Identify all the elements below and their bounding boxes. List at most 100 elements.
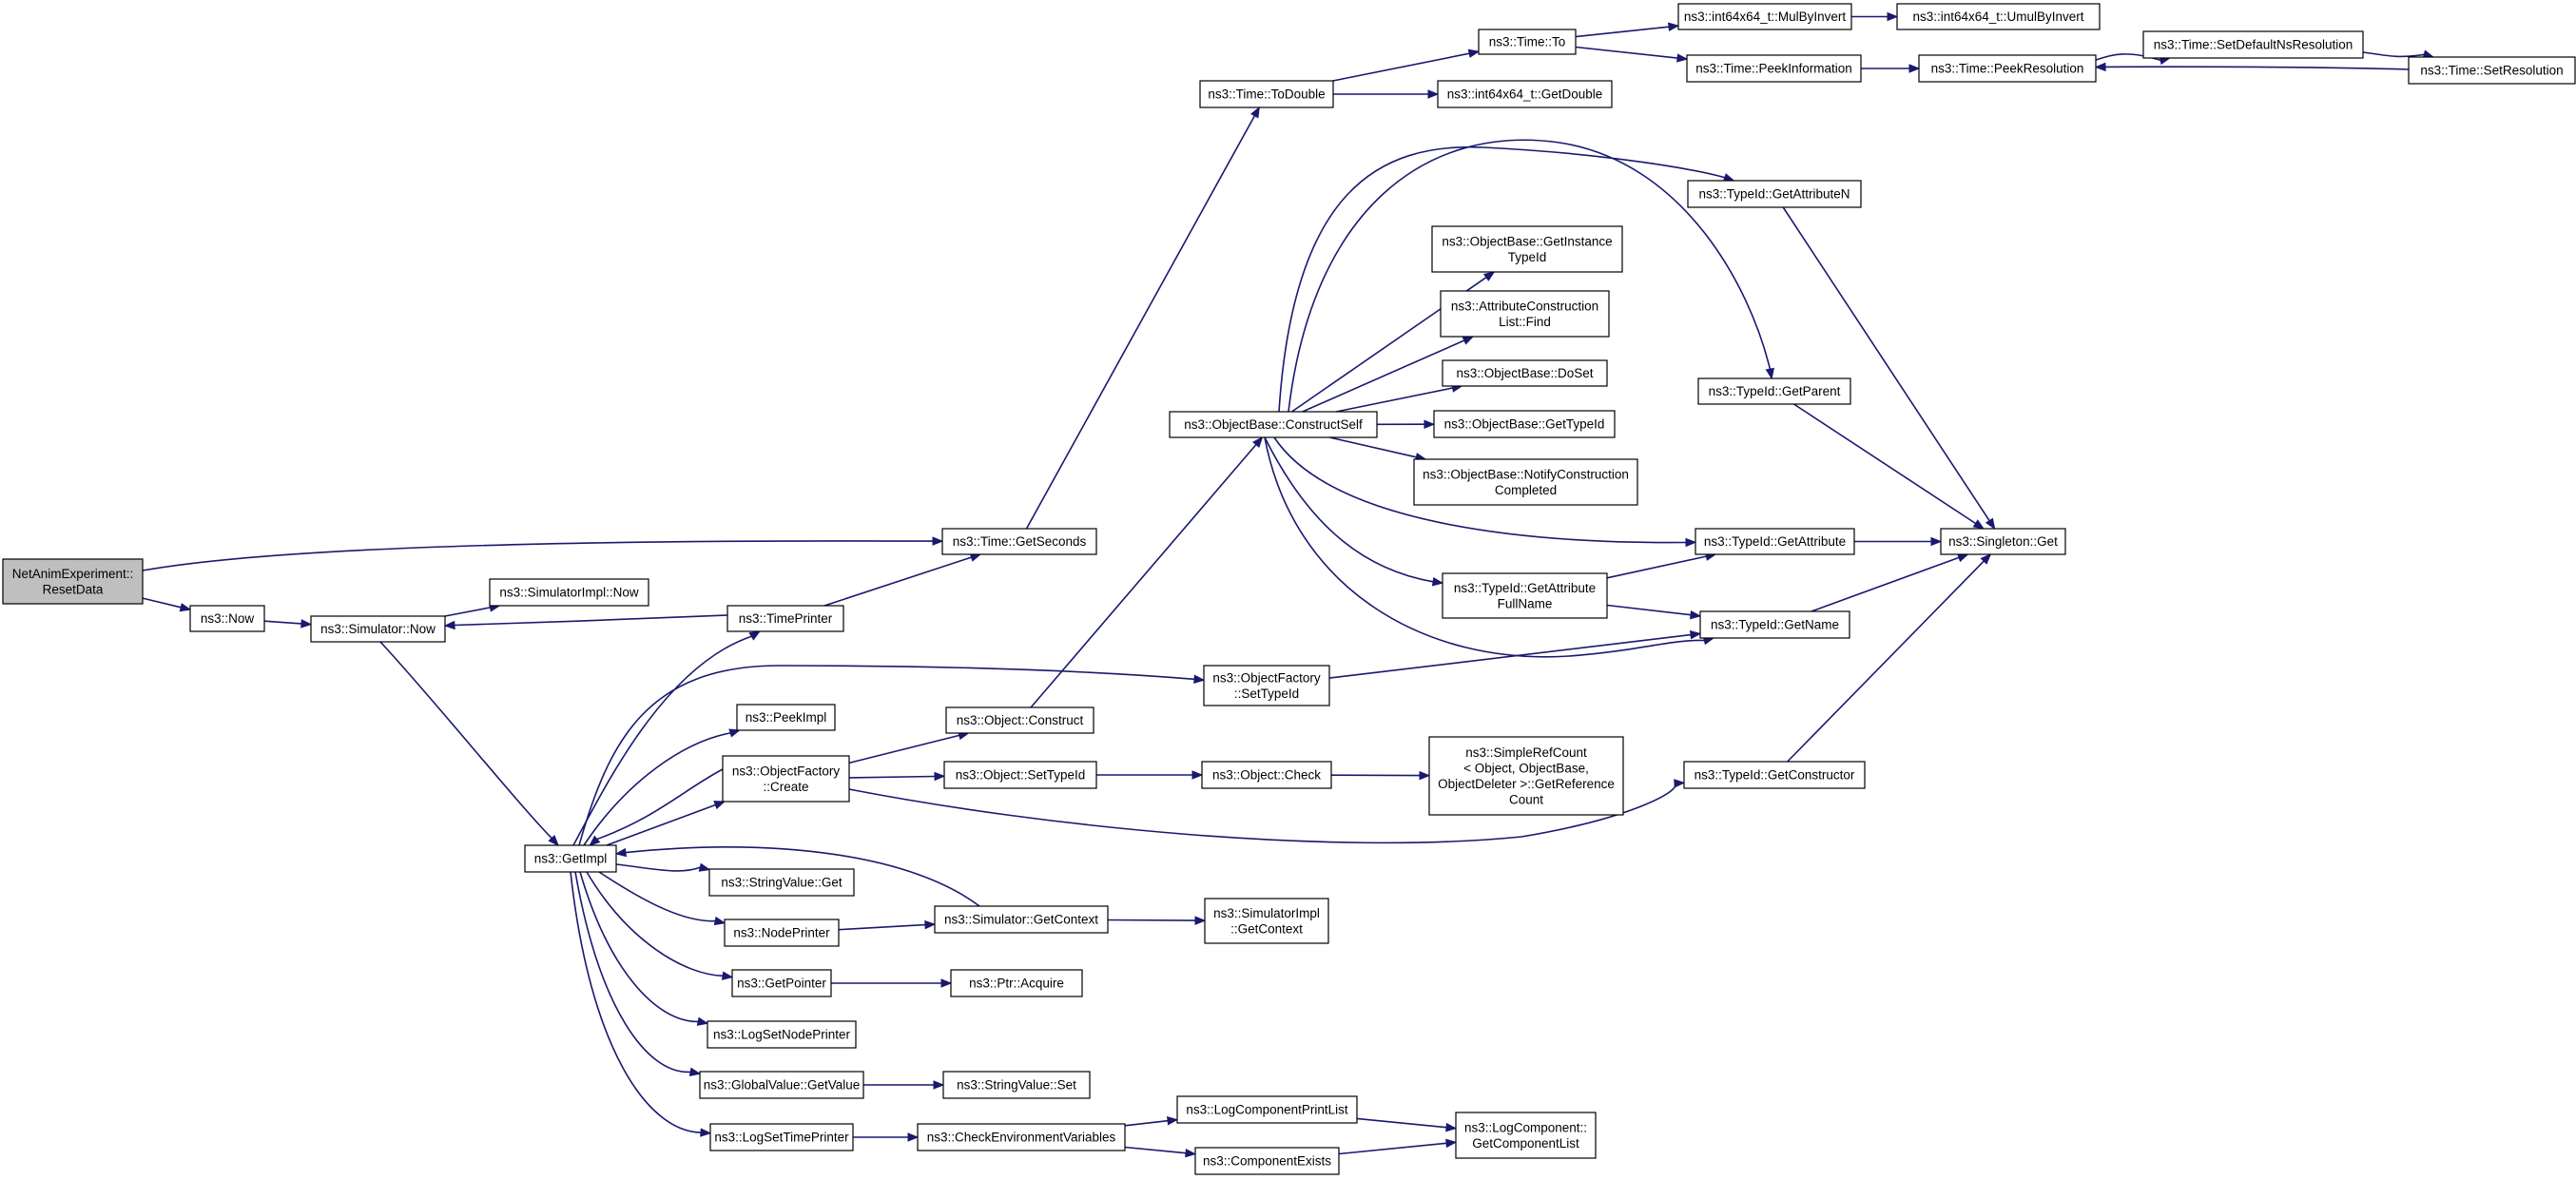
node-todouble[interactable]: ns3::Time::ToDouble <box>1199 80 1334 108</box>
node-label: ns3::Time::SetDefaultNsResolution <box>2154 38 2353 52</box>
edge-ofsettypeid-to-getname <box>1328 629 1702 679</box>
node-umulbyinvert[interactable]: ns3::int64x64_t::UmulByInvert <box>1896 3 2101 30</box>
node-simnow[interactable]: ns3::Simulator::Now <box>310 615 446 643</box>
node-int64getdouble[interactable]: ns3::int64x64_t::GetDouble <box>1437 80 1613 108</box>
arrowhead <box>924 919 937 930</box>
edge-timeprinter-to-getseconds <box>823 552 982 607</box>
node-getattribute[interactable]: ns3::TypeId::GetAttribute <box>1695 528 1855 555</box>
arrowhead <box>696 1016 709 1026</box>
node-box <box>1176 1095 1358 1124</box>
edge-constructself-to-getattrfullname <box>1264 436 1444 587</box>
node-componentexists[interactable]: ns3::ComponentExists <box>1194 1147 1340 1175</box>
node-label: ns3::TypeId::GetParent <box>1709 384 1841 398</box>
node-doset[interactable]: ns3::ObjectBase::DoSet <box>1442 359 1608 387</box>
node-logsetnodeprinter[interactable]: ns3::LogSetNodePrinter <box>707 1020 857 1049</box>
edge-getattribute-to-singletonget <box>1854 536 1943 547</box>
node-box <box>1940 528 2066 555</box>
arrowhead <box>1930 536 1943 547</box>
node-objcheck[interactable]: ns3::Object::Check <box>1201 761 1332 789</box>
arrowhead <box>1191 770 1204 780</box>
node-simgetcontext[interactable]: ns3::Simulator::GetContext <box>934 905 1109 934</box>
node-getseconds[interactable]: ns3::Time::GetSeconds <box>941 528 1097 555</box>
edge-timeto-to-mulbyinvert <box>1575 22 1680 38</box>
edge-constructself-to-getparent <box>1288 139 1774 413</box>
node-getattributen[interactable]: ns3::TypeId::GetAttributeN <box>1687 180 1862 208</box>
node-peekinfo[interactable]: ns3::Time::PeekInformation <box>1686 54 1862 83</box>
edge-ofcreate-to-getconstructor <box>848 779 1686 844</box>
node-now[interactable]: ns3::Now <box>189 605 265 632</box>
node-label: ns3::CheckEnvironmentVariables <box>927 1131 1116 1145</box>
node-label: ns3::Time::ToDouble <box>1208 87 1325 102</box>
edge-timeprinter-to-simnow <box>443 614 728 630</box>
node-getpointer[interactable]: ns3::GetPointer <box>731 969 832 997</box>
arrowhead <box>300 619 313 629</box>
node-label: ns3::Ptr::Acquire <box>969 977 1064 991</box>
node-notifyconstruction[interactable]: ns3::ObjectBase::NotifyConstructionCompl… <box>1413 458 1638 506</box>
node-box <box>524 844 617 873</box>
edge-getname-to-singletonget <box>1811 553 1969 612</box>
node-getparent[interactable]: ns3::TypeId::GetParent <box>1697 377 1851 405</box>
node-peekres[interactable]: ns3::Time::PeekResolution <box>1918 54 2097 83</box>
node-peekimpl[interactable]: ns3::PeekImpl <box>736 704 836 731</box>
node-timeto[interactable]: ns3::Time::To <box>1478 29 1577 55</box>
node-box <box>917 1123 1126 1151</box>
node-box <box>310 615 446 643</box>
node-label: ns3::ObjectFactory <box>732 764 841 778</box>
node-simimplnow[interactable]: ns3::SimulatorImpl::Now <box>489 578 649 607</box>
arrowhead <box>2094 62 2106 72</box>
node-box <box>1440 290 1610 338</box>
node-box <box>736 704 836 731</box>
node-label: ns3::ObjectBase::GetInstance <box>1442 234 1612 248</box>
node-ptracquire[interactable]: ns3::Ptr::Acquire <box>950 969 1083 997</box>
node-label: ns3::TypeId::GetAttributeN <box>1698 187 1850 202</box>
node-box <box>1697 377 1851 405</box>
node-setdefaultns[interactable]: ns3::Time::SetDefaultNsResolution <box>2142 30 2364 59</box>
node-getimpl[interactable]: ns3::GetImpl <box>524 844 617 873</box>
node-label: ns3::TypeId::GetName <box>1711 618 1839 632</box>
node-logcompprintlist[interactable]: ns3::LogComponentPrintList <box>1176 1095 1358 1124</box>
node-label: ns3::Object::Construct <box>957 713 1084 727</box>
node-globalgetvalue[interactable]: ns3::GlobalValue::GetValue <box>699 1071 864 1099</box>
arrowhead <box>1985 517 1996 531</box>
node-objsettypeid[interactable]: ns3::Object::SetTypeId <box>943 761 1097 789</box>
node-label: ns3::TimePrinter <box>739 611 833 626</box>
node-label: ns3::Time::GetSeconds <box>953 534 1087 549</box>
node-box <box>1478 29 1577 55</box>
node-ofsettypeid[interactable]: ns3::ObjectFactory::SetTypeId <box>1203 665 1330 706</box>
node-nodeprinter[interactable]: ns3::NodePrinter <box>724 919 840 947</box>
node-getconstructor[interactable]: ns3::TypeId::GetConstructor <box>1683 761 1866 789</box>
node-simimplgetcontext[interactable]: ns3::SimulatorImpl::GetContext <box>1204 898 1329 944</box>
node-box <box>1896 3 2101 30</box>
node-stringvalueget[interactable]: ns3::StringValue::Get <box>708 868 855 897</box>
node-setres[interactable]: ns3::Time::SetResolution <box>2408 56 2576 85</box>
edges-layer <box>142 11 2435 1158</box>
node-box <box>1442 359 1608 387</box>
arrowhead <box>1482 271 1496 281</box>
node-constructself[interactable]: ns3::ObjectBase::ConstructSelf <box>1169 411 1378 438</box>
node-label: ::SetTypeId <box>1234 687 1299 701</box>
node-ofcreate[interactable]: ns3::ObjectFactory::Create <box>722 755 850 803</box>
node-checkenv[interactable]: ns3::CheckEnvironmentVariables <box>917 1123 1126 1151</box>
node-getname[interactable]: ns3::TypeId::GetName <box>1699 610 1850 639</box>
node-obgettypeid[interactable]: ns3::ObjectBase::GetTypeId <box>1433 410 1616 438</box>
edge-getimpl-to-getpointer <box>586 871 734 980</box>
node-mulbyinvert[interactable]: ns3::int64x64_t::MulByInvert <box>1677 3 1852 30</box>
node-singletonget[interactable]: ns3::Singleton::Get <box>1940 528 2066 555</box>
node-logsettimeprinter[interactable]: ns3::LogSetTimePrinter <box>709 1123 854 1151</box>
node-objconstruct[interactable]: ns3::Object::Construct <box>945 706 1094 734</box>
node-label: ns3::Time::To <box>1489 35 1566 49</box>
node-timeprinter[interactable]: ns3::TimePrinter <box>726 605 844 632</box>
arrowhead <box>1887 11 1899 22</box>
node-label: ns3::ComponentExists <box>1203 1154 1331 1169</box>
node-box <box>708 868 855 897</box>
node-root[interactable]: NetAnimExperiment::ResetData <box>2 558 144 605</box>
node-stringvalueset[interactable]: ns3::StringValue::Set <box>942 1071 1091 1099</box>
arrowhead <box>728 728 741 738</box>
node-getrefcount[interactable]: ns3::SimpleRefCount< Object, ObjectBase,… <box>1428 736 1624 816</box>
node-getcomponentlist[interactable]: ns3::LogComponent::GetComponentList <box>1455 1112 1597 1159</box>
node-label: ns3::Simulator::GetContext <box>944 913 1098 927</box>
edge-todouble-to-timeto <box>1332 48 1481 82</box>
